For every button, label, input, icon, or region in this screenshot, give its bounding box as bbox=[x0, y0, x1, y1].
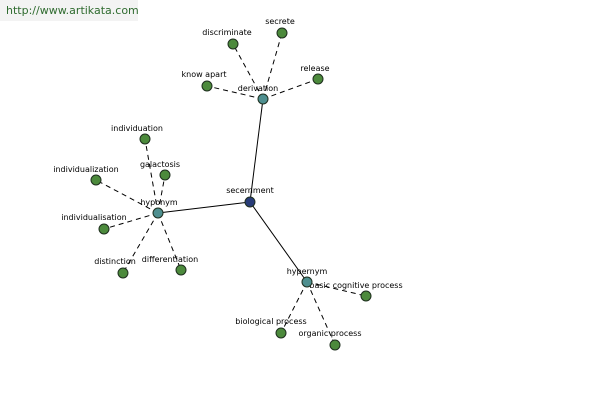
edge-hyponym-individualisation bbox=[103, 212, 159, 230]
node-label-secernment: secernment bbox=[226, 186, 274, 195]
edge-hyponym-galactosis bbox=[157, 174, 166, 214]
node-derivation[interactable] bbox=[257, 93, 269, 105]
node-label-individualisation: individualisation bbox=[61, 213, 126, 222]
node-hypernym[interactable] bbox=[301, 276, 313, 288]
edge-hyponym-individuation bbox=[144, 138, 159, 214]
watermark-url: http://www.artikata.com bbox=[0, 0, 139, 21]
edge-hypernym-organic-process bbox=[306, 281, 336, 346]
edge-secernment-hypernym bbox=[249, 201, 308, 283]
node-individualisation[interactable] bbox=[98, 223, 110, 235]
node-label-release: release bbox=[300, 64, 329, 73]
edge-hyponym-differentiation bbox=[157, 212, 182, 271]
node-release[interactable] bbox=[312, 73, 324, 85]
node-distinction[interactable] bbox=[117, 267, 129, 279]
node-discriminate[interactable] bbox=[227, 38, 239, 50]
node-label-differentiation: differentiation bbox=[142, 255, 198, 264]
edge-hypernym-basic-cognitive-process bbox=[306, 281, 367, 297]
edges-layer bbox=[95, 32, 367, 346]
node-secernment[interactable] bbox=[244, 196, 256, 208]
edge-secernment-derivation bbox=[249, 98, 264, 203]
node-label-biological-process: biological process bbox=[235, 317, 306, 326]
node-label-organic-process: organic process bbox=[299, 329, 362, 338]
node-organic-process[interactable] bbox=[329, 339, 341, 351]
edge-hyponym-distinction bbox=[122, 212, 159, 274]
edge-derivation-know-apart bbox=[206, 85, 264, 100]
edge-hyponym-individualization bbox=[95, 179, 159, 214]
node-label-galactosis: galactosis bbox=[140, 160, 180, 169]
node-label-hyponym: hyponym bbox=[140, 198, 178, 207]
node-galactosis[interactable] bbox=[159, 169, 171, 181]
node-know-apart[interactable] bbox=[201, 80, 213, 92]
node-secrete[interactable] bbox=[276, 27, 288, 39]
edge-derivation-discriminate bbox=[232, 43, 264, 100]
node-label-hypernym: hypernym bbox=[287, 267, 328, 276]
edge-derivation-release bbox=[262, 78, 319, 100]
edge-derivation-secrete bbox=[262, 32, 283, 100]
node-label-individualization: individualization bbox=[53, 165, 118, 174]
node-biological-process[interactable] bbox=[275, 327, 287, 339]
node-differentiation[interactable] bbox=[175, 264, 187, 276]
node-label-basic-cognitive-process: basic cognitive process bbox=[309, 281, 402, 290]
nodes-layer: secernment derivation hyponym hypernym discr… bbox=[53, 17, 403, 351]
node-label-distinction: distinction bbox=[94, 257, 136, 266]
node-label-know-apart: know apart bbox=[182, 70, 227, 79]
edge-hypernym-biological-process bbox=[280, 281, 308, 334]
edge-secernment-hyponym bbox=[157, 201, 251, 214]
node-basic-cognitive-process[interactable] bbox=[360, 290, 372, 302]
node-hyponym[interactable] bbox=[152, 207, 164, 219]
node-label-derivation: derivation bbox=[238, 84, 278, 93]
node-label-discriminate: discriminate bbox=[202, 28, 252, 37]
node-individuation[interactable] bbox=[139, 133, 151, 145]
node-label-secrete: secrete bbox=[265, 17, 295, 26]
node-label-individuation: individuation bbox=[111, 124, 163, 133]
node-individualization[interactable] bbox=[90, 174, 102, 186]
